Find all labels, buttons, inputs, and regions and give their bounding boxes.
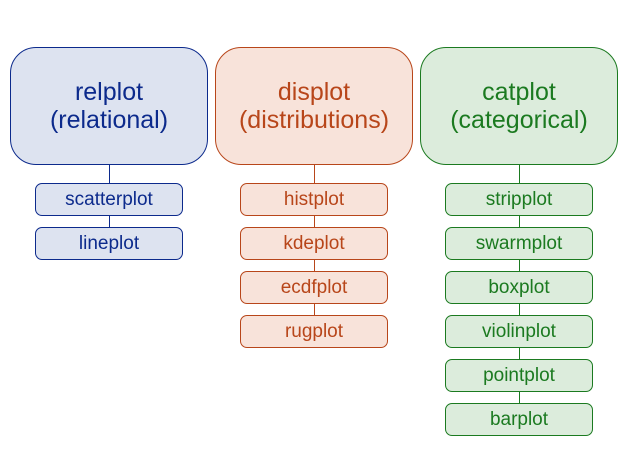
displot-subtitle: (distributions) (238, 106, 390, 134)
violinplot-box: violinplot (445, 315, 593, 348)
kdeplot-box: kdeplot (240, 227, 388, 260)
relplot-title: relplot (74, 78, 144, 106)
catplot-head-box: catplot(categorical) (420, 47, 618, 165)
pointplot-box: pointplot (445, 359, 593, 392)
displot-title: displot (277, 78, 351, 106)
histplot-box: histplot (240, 183, 388, 216)
catplot-subtitle: (categorical) (450, 106, 588, 134)
ecdfplot-box: ecdfplot (240, 271, 388, 304)
swarmplot-box: swarmplot (445, 227, 593, 260)
relplot-head-box: relplot(relational) (10, 47, 208, 165)
barplot-box: barplot (445, 403, 593, 436)
displot-head-box: displot(distributions) (215, 47, 413, 165)
boxplot-box: boxplot (445, 271, 593, 304)
scatterplot-box: scatterplot (35, 183, 183, 216)
catplot-title: catplot (482, 78, 556, 106)
lineplot-box: lineplot (35, 227, 183, 260)
stripplot-box: stripplot (445, 183, 593, 216)
relplot-subtitle: (relational) (49, 106, 169, 134)
rugplot-box: rugplot (240, 315, 388, 348)
